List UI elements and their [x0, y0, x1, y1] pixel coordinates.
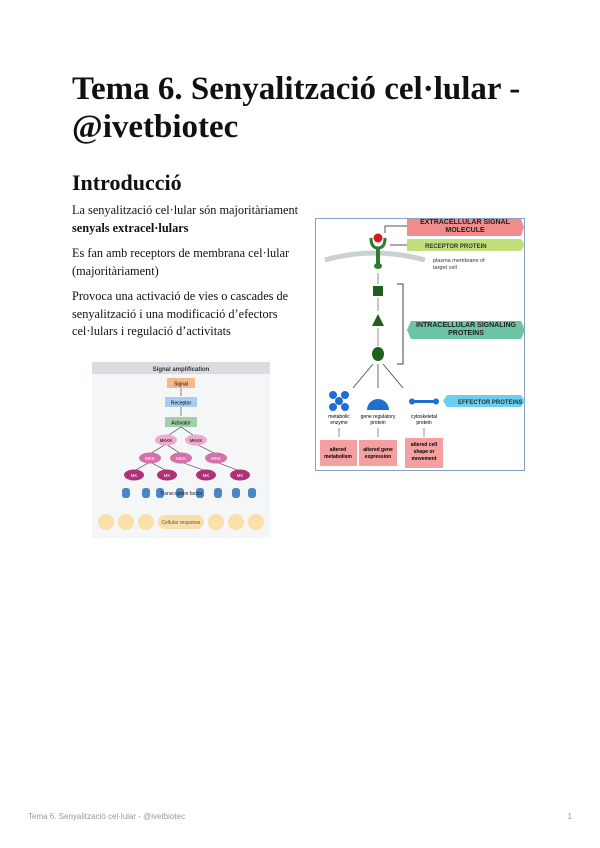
- svg-text:EFFECTOR PROTEINS: EFFECTOR PROTEINS: [458, 400, 523, 406]
- svg-text:expression: expression: [365, 454, 391, 460]
- svg-text:Signal: Signal: [174, 382, 188, 388]
- intracellular-proteins-label: INTRACELLULAR SIGNALING PROTEINS: [416, 322, 516, 337]
- svg-text:shape or: shape or: [414, 449, 435, 455]
- svg-text:Cellular response: Cellular response: [162, 520, 201, 526]
- page-number: 1: [567, 812, 572, 821]
- paragraph-3: Provoca una activació de vies o cascades…: [72, 289, 289, 338]
- svg-text:target cell: target cell: [433, 265, 457, 271]
- svg-text:altered gene: altered gene: [363, 447, 393, 453]
- signal-amplification-figure: Signal amplification Signal Receptor Act…: [92, 362, 270, 543]
- svg-text:MKKK: MKKK: [160, 438, 173, 443]
- svg-text:Activator: Activator: [171, 421, 191, 427]
- cytoskeletal-protein-icon: [409, 398, 439, 405]
- svg-text:MKK: MKK: [211, 456, 221, 461]
- svg-text:movement: movement: [411, 456, 436, 462]
- section-heading: Introducció: [72, 170, 182, 195]
- oval-protein-icon: [372, 347, 384, 361]
- svg-text:cytoskeletal: cytoskeletal: [411, 414, 437, 420]
- page-title: Tema 6. Senyalització cel·lular - @ivetb…: [72, 71, 521, 145]
- svg-text:MKK: MKK: [176, 456, 186, 461]
- body-text: La senyalització cel·lular són majoritàr…: [72, 202, 302, 349]
- square-protein-icon: [373, 286, 383, 296]
- page-footer: Tema 6. Senyalització cel·lular - @ivetb…: [28, 812, 572, 821]
- paragraph-2: Es fan amb receptors de membrana cel·lul…: [72, 246, 290, 278]
- svg-text:MKK: MKK: [145, 456, 155, 461]
- svg-text:enzyme: enzyme: [330, 420, 348, 426]
- paragraph-1-bold: senyals extracel·lulars: [72, 220, 189, 235]
- paragraph-1-text: La senyalització cel·lular són majoritàr…: [72, 203, 299, 217]
- svg-text:gene regulatory: gene regulatory: [361, 414, 396, 420]
- footer-title: Tema 6. Senyalització cel·lular - @ivetb…: [28, 812, 186, 821]
- svg-text:Transcription factor: Transcription factor: [160, 491, 203, 497]
- signal-molecule-label: EXTRACELLULAR SIGNAL MOLECULE: [420, 219, 510, 234]
- svg-text:metabolism: metabolism: [324, 454, 352, 460]
- svg-text:metabolic: metabolic: [328, 414, 350, 420]
- triangle-protein-icon: [372, 314, 384, 326]
- svg-text:altered: altered: [330, 447, 346, 453]
- paragraph-1: La senyalització cel·lular són majoritàr…: [72, 202, 302, 237]
- signaling-pathway-figure: EXTRACELLULAR SIGNAL MOLECULE RECEPTOR P…: [315, 218, 525, 476]
- svg-text:protein: protein: [370, 420, 386, 426]
- svg-text:protein: protein: [416, 420, 432, 426]
- svg-text:MK: MK: [131, 473, 138, 478]
- svg-text:Signal amplification: Signal amplification: [153, 367, 210, 373]
- svg-text:MK: MK: [203, 473, 210, 478]
- metabolic-enzyme-icon: [329, 391, 349, 411]
- svg-text:plasma membrane of: plasma membrane of: [433, 258, 485, 264]
- svg-text:Receptor: Receptor: [171, 401, 192, 407]
- svg-text:RECEPTOR PROTEIN: RECEPTOR PROTEIN: [425, 244, 487, 250]
- svg-text:MK: MK: [237, 473, 244, 478]
- svg-text:MKKK: MKKK: [190, 438, 203, 443]
- svg-text:MK: MK: [164, 473, 171, 478]
- svg-text:altered cell: altered cell: [411, 442, 438, 448]
- gene-regulatory-protein-icon: [367, 399, 389, 410]
